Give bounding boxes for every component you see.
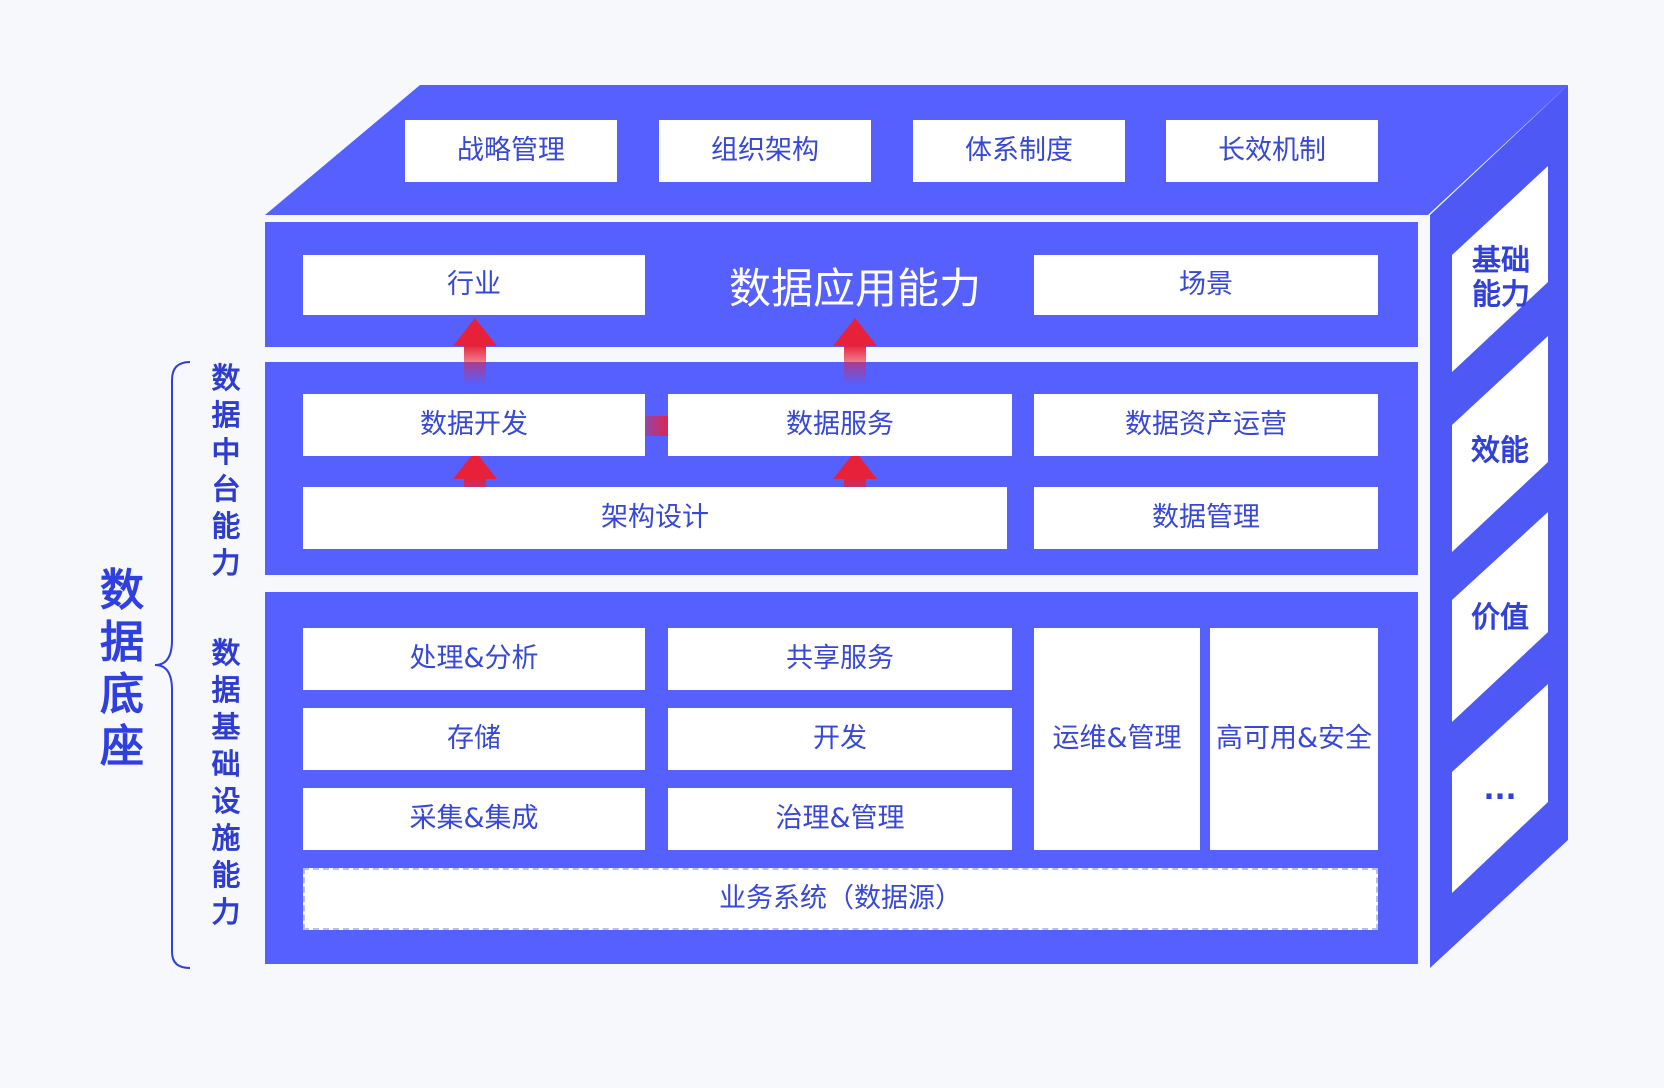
application-industry: 行业 [303, 255, 645, 315]
side-efficiency: 效能 [1470, 433, 1529, 467]
data-development: 数据开发 [303, 394, 645, 456]
application-title: 数据应用能力 [728, 263, 981, 313]
infrastructure-label: 数据基础设施能力 [211, 636, 241, 929]
governance-system: 体系制度 [913, 120, 1125, 182]
side-panel-4 [1452, 684, 1548, 893]
side-value: 价值 [1470, 600, 1529, 634]
data-service: 数据服务 [668, 394, 1012, 456]
shared-service: 共享服务 [668, 628, 1012, 690]
development: 开发 [668, 708, 1012, 770]
high-availability-security: 高可用&安全 [1210, 628, 1378, 850]
architecture-design: 架构设计 [303, 487, 1007, 549]
governance-management: 治理&管理 [668, 788, 1012, 850]
governance-organization: 组织架构 [659, 120, 871, 182]
side-panel-3 [1452, 512, 1548, 722]
application-scene: 场景 [1034, 255, 1378, 315]
processing-analysis: 处理&分析 [303, 628, 645, 690]
collection-integration: 采集&集成 [303, 788, 645, 850]
side-basic-capability: 基础能力 [1471, 243, 1530, 311]
left-bracket [154, 361, 191, 969]
side-panel-1 [1452, 166, 1548, 372]
business-system-source: 业务系统（数据源） [303, 868, 1378, 930]
data-asset-operation: 数据资产运营 [1034, 394, 1378, 456]
ops-management: 运维&管理 [1034, 628, 1200, 850]
governance-strategy: 战略管理 [405, 120, 617, 182]
side-more: ... [1483, 772, 1517, 806]
middle-platform-label: 数据中台能力 [211, 361, 241, 580]
data-management: 数据管理 [1034, 487, 1378, 549]
side-panel-2 [1452, 336, 1548, 552]
storage: 存储 [303, 708, 645, 770]
up-arrow-industry [453, 318, 497, 385]
governance-mechanism: 长效机制 [1166, 120, 1378, 182]
foundation-label: 数据底座 [100, 565, 144, 772]
up-arrow-application [833, 318, 877, 385]
